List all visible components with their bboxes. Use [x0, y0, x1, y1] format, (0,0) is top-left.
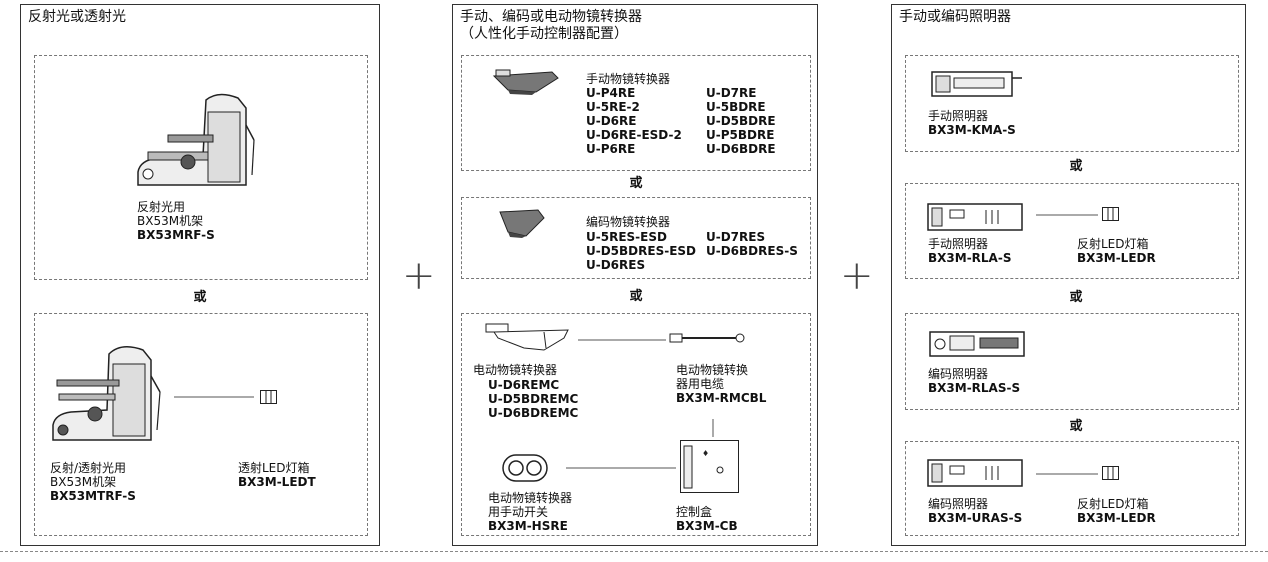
- motorized-nosepiece-image: [485, 323, 569, 351]
- ledt-model: BX3M-LEDT: [238, 475, 316, 489]
- motorized-nosepiece-label: 电动物镜转换器: [473, 363, 558, 377]
- ledr-label: 反射LED灯箱: [1077, 237, 1149, 251]
- rla-box: [905, 183, 1239, 279]
- led-lamp-icon: [1102, 207, 1119, 221]
- uras-box: [905, 441, 1239, 536]
- manual-model: U-P6RE: [586, 142, 636, 156]
- connector-line: [174, 396, 254, 398]
- rlas-box: [905, 313, 1239, 410]
- uras-label: 编码照明器: [928, 497, 989, 511]
- coded-model: U-5RES-ESD: [586, 230, 667, 244]
- manual-nosepiece-label: 手动物镜转换器: [586, 72, 671, 86]
- frame-reflected-model: BX53MRF-S: [137, 228, 215, 242]
- manual-model: U-P4RE: [586, 86, 636, 100]
- coded-model: U-D7RES: [706, 230, 766, 244]
- ledr-model: BX3M-LEDR: [1077, 511, 1156, 525]
- bx53mrf-s-frame-image: [137, 93, 255, 186]
- rlas-label: 编码照明器: [928, 367, 989, 381]
- manual-model: U-D5BDRE: [706, 114, 776, 128]
- connector-line: [712, 419, 714, 437]
- plus-sign: +: [840, 253, 874, 299]
- uras-model: BX3M-URAS-S: [928, 511, 1023, 525]
- or-label: 或: [629, 176, 643, 191]
- kma-illuminator-image: [931, 71, 1022, 97]
- coded-model: U-D5BDRES-ESD: [586, 244, 697, 258]
- column-frames: [20, 4, 380, 546]
- kma-label: 手动照明器: [928, 109, 989, 123]
- motorized-model: U-D6BDREMC: [488, 406, 579, 420]
- cable-label-line2: 器用电缆: [676, 377, 725, 391]
- control-box-model: BX3M-CB: [676, 519, 738, 533]
- or-label: 或: [193, 290, 207, 305]
- manual-model: U-D7RE: [706, 86, 757, 100]
- manual-model: U-5BDRE: [706, 100, 766, 114]
- manual-model: U-D6BDRE: [706, 142, 776, 156]
- manual-nosepiece-image: [492, 69, 559, 95]
- uras-illuminator-image: [927, 459, 1023, 487]
- frame-transmitted-line1: 反射/透射光用: [50, 461, 127, 475]
- rla-label: 手动照明器: [928, 237, 989, 251]
- frame-transmitted-box: [34, 313, 368, 536]
- coded-nosepiece-image: [499, 209, 545, 238]
- rlas-model: BX3M-RLAS-S: [928, 381, 1021, 395]
- plus-sign: +: [402, 253, 436, 299]
- manual-nosepiece-box: [461, 55, 811, 171]
- cable-image: [669, 333, 745, 343]
- cable-label-line1: 电动物镜转换: [676, 363, 749, 377]
- frame-reflected-line2: BX53M机架: [137, 214, 204, 228]
- hand-switch-image: [502, 454, 548, 482]
- frame-reflected-box: [34, 55, 368, 280]
- rla-illuminator-image: [927, 203, 1023, 231]
- or-label: 或: [1069, 290, 1083, 305]
- motorized-nosepiece-box: [461, 313, 811, 536]
- manual-model: U-P5BDRE: [706, 128, 775, 142]
- or-label: 或: [1069, 159, 1083, 174]
- coded-nosepiece-box: [461, 197, 811, 279]
- kma-model: BX3M-KMA-S: [928, 123, 1016, 137]
- hand-switch-label-line1: 电动物镜转换器: [488, 491, 573, 505]
- led-lamp-icon: [260, 390, 277, 404]
- cable-model: BX3M-RMCBL: [676, 391, 767, 405]
- ledr-model: BX3M-LEDR: [1077, 251, 1156, 265]
- control-box-image: ♦: [680, 440, 739, 493]
- ledr-label: 反射LED灯箱: [1077, 497, 1149, 511]
- manual-model: U-D6RE-ESD-2: [586, 128, 682, 142]
- connector-line: [566, 467, 676, 469]
- motorized-model: U-D6REMC: [488, 378, 560, 392]
- connector-line: [1036, 473, 1098, 475]
- column-nosepieces-title: 手动、编码或电动物镜转换器: [460, 9, 642, 25]
- svg-text:♦: ♦: [702, 449, 709, 458]
- coded-model: U-D6RES: [586, 258, 646, 272]
- frame-transmitted-model: BX53MTRF-S: [50, 489, 136, 503]
- frame-reflected-line1: 反射光用: [137, 200, 186, 214]
- coded-nosepiece-label: 编码物镜转换器: [586, 215, 671, 229]
- connector-line: [578, 339, 666, 341]
- hand-switch-model: BX3M-HSRE: [488, 519, 568, 533]
- motorized-model: U-D5BDREMC: [488, 392, 579, 406]
- bottom-divider: [0, 551, 1268, 552]
- hand-switch-label-line2: 用手动开关: [488, 505, 549, 519]
- control-box-label: 控制盒: [676, 505, 713, 519]
- or-label: 或: [1069, 419, 1083, 434]
- bx53mtrf-s-frame-image: [52, 346, 161, 441]
- frame-transmitted-line2: BX53M机架: [50, 475, 117, 489]
- coded-model: U-D6BDRES-S: [706, 244, 798, 258]
- column-frames-title: 反射光或透射光: [28, 9, 126, 25]
- ledt-label: 透射LED灯箱: [238, 461, 310, 475]
- rlas-illuminator-image: [929, 331, 1025, 357]
- manual-model: U-D6RE: [586, 114, 637, 128]
- rla-model: BX3M-RLA-S: [928, 251, 1012, 265]
- column-illuminators: [891, 4, 1246, 546]
- column-nosepieces-subtitle: （人性化手动控制器配置）: [460, 26, 628, 42]
- column-nosepieces: [452, 4, 818, 546]
- column-illuminators-title: 手动或编码照明器: [899, 9, 1011, 25]
- connector-line: [1036, 214, 1098, 216]
- or-label: 或: [629, 289, 643, 304]
- kma-box: [905, 55, 1239, 152]
- manual-model: U-5RE-2: [586, 100, 640, 114]
- led-lamp-icon: [1102, 466, 1119, 480]
